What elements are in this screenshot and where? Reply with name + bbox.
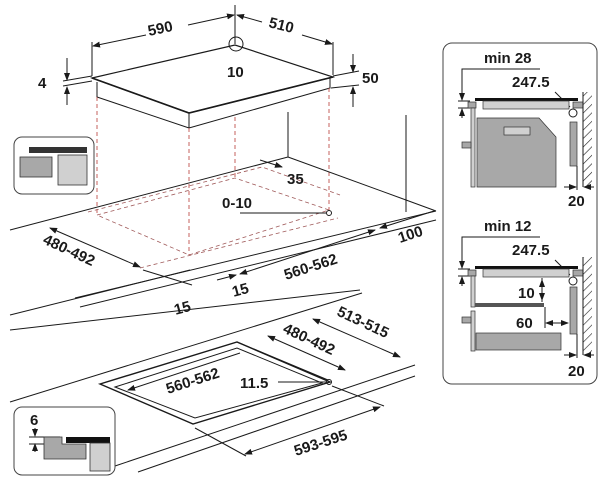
dim-glass-thickness: 4 [38, 75, 47, 92]
dim-rear-gap: 35 [287, 171, 304, 188]
dim-hob-height: 50 [362, 70, 379, 87]
countertop-upper [9, 112, 437, 331]
dim-corner-radius: 10 [227, 64, 244, 81]
dim-rear-clearance: 100 [396, 223, 425, 247]
label-min-12: min 12 [484, 218, 532, 235]
corner-radius-marker [228, 36, 244, 52]
dim-inner-width: 560-562 [164, 365, 222, 398]
inset-standard-mount [13, 136, 95, 195]
dim-outer-width: 593-595 [292, 427, 350, 460]
dim-corner-radius-flush: 11.5 [240, 375, 268, 392]
label-offset-drawer: 247.5 [512, 242, 550, 259]
section-drawer: min 12 247.5 10 60 20 [458, 218, 594, 380]
dim-side-gap-left: 15 [172, 298, 193, 319]
label-rear-gap: 60 [516, 315, 533, 332]
label-shelf-gap: 10 [518, 285, 535, 302]
inset-flush-mount: 6 [13, 406, 116, 476]
section-oven: min 28 247.5 20 [458, 50, 594, 210]
label-offset-oven: 247.5 [512, 74, 550, 91]
dim-outer-depth: 513-515 [334, 303, 391, 342]
dim-cutout-depth: 480-492 [40, 231, 97, 270]
dim-offset: 0-10 [222, 195, 252, 212]
dim-side-gap-right: 15 [230, 280, 251, 301]
label-wall-gap-drawer: 20 [568, 363, 585, 380]
dim-recess-depth: 6 [30, 412, 38, 429]
dim-hob-depth: 510 [267, 14, 295, 37]
label-wall-gap-oven: 20 [568, 193, 585, 210]
hob-drawing [89, 36, 336, 129]
dim-hob-width: 590 [146, 18, 174, 40]
label-min-28: min 28 [484, 50, 532, 67]
